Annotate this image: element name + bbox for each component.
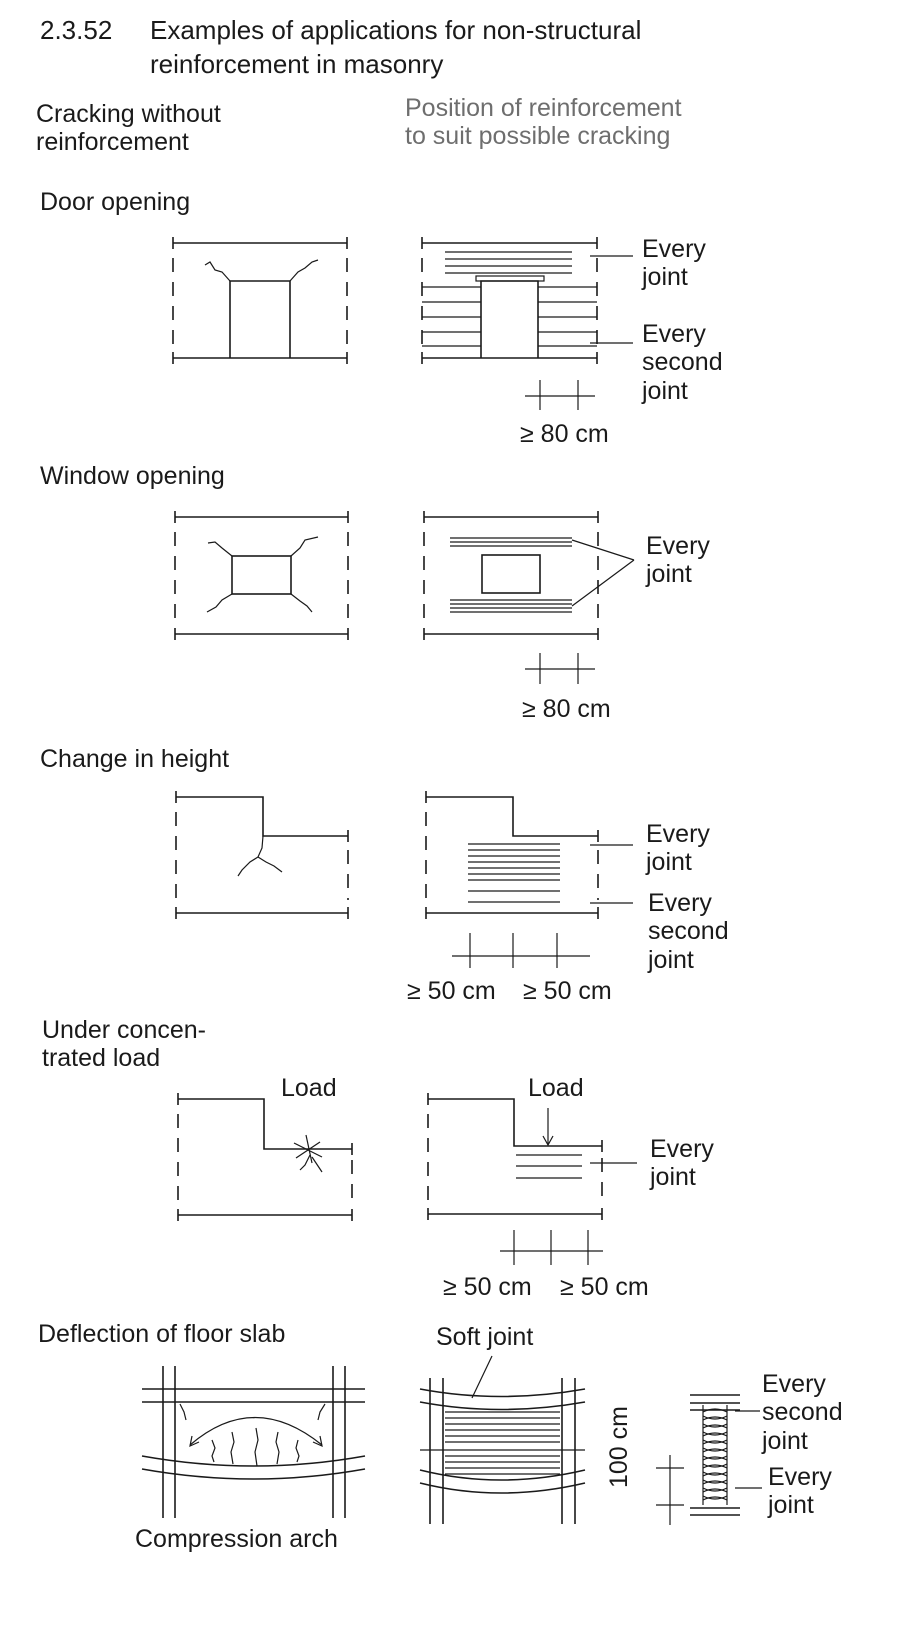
- load-cracking-drawing: [177, 1093, 353, 1221]
- door-dimension: ≥ 80 cm: [520, 420, 609, 448]
- height-cracking-drawing: [175, 791, 349, 919]
- slab-reinforcement-drawing: [419, 1355, 684, 1525]
- slab-cracking-drawing: [141, 1366, 366, 1518]
- section-title-door: Door opening: [40, 188, 191, 216]
- section-title-load-line2: trated load: [42, 1044, 161, 1072]
- section-title-height: Change in height: [40, 745, 230, 773]
- left-column-heading-line2: reinforcement: [36, 128, 189, 156]
- height-dimension-left: ≥ 50 cm: [407, 977, 496, 1005]
- right-column-heading-line2: to suit possible cracking: [405, 122, 671, 150]
- slab-joint-detail: [690, 1394, 762, 1516]
- load-label-left: Load: [281, 1074, 337, 1102]
- door-reinforcement-drawing: [421, 237, 633, 410]
- section-title-window: Window opening: [40, 462, 225, 490]
- right-column-heading-line1: Position of reinforcement: [405, 94, 682, 122]
- figure-title-line1: Examples of applications for non-structu…: [150, 15, 642, 45]
- figure-title-line2: reinforcement in masonry: [150, 49, 444, 79]
- section-title-load-line1: Under concen-: [42, 1016, 206, 1044]
- height-reinforcement-drawing: [425, 791, 633, 968]
- left-column-heading-line1: Cracking without: [36, 100, 221, 128]
- slab-caption: Compression arch: [135, 1525, 338, 1553]
- slab-soft-joint-label: Soft joint: [436, 1323, 534, 1351]
- window-cracking-drawing: [174, 511, 349, 640]
- figure-number: 2.3.52: [40, 15, 113, 45]
- height-dimension-right: ≥ 50 cm: [523, 977, 612, 1005]
- load-dimension-right: ≥ 50 cm: [560, 1273, 649, 1301]
- load-label-right: Load: [528, 1074, 584, 1102]
- window-reinforcement-drawing: [423, 511, 635, 684]
- load-reinforcement-drawing: [427, 1093, 637, 1265]
- load-dimension-left: ≥ 50 cm: [443, 1273, 532, 1301]
- section-title-slab: Deflection of floor slab: [38, 1320, 286, 1348]
- window-dimension: ≥ 80 cm: [522, 695, 611, 723]
- door-cracking-drawing: [172, 237, 348, 364]
